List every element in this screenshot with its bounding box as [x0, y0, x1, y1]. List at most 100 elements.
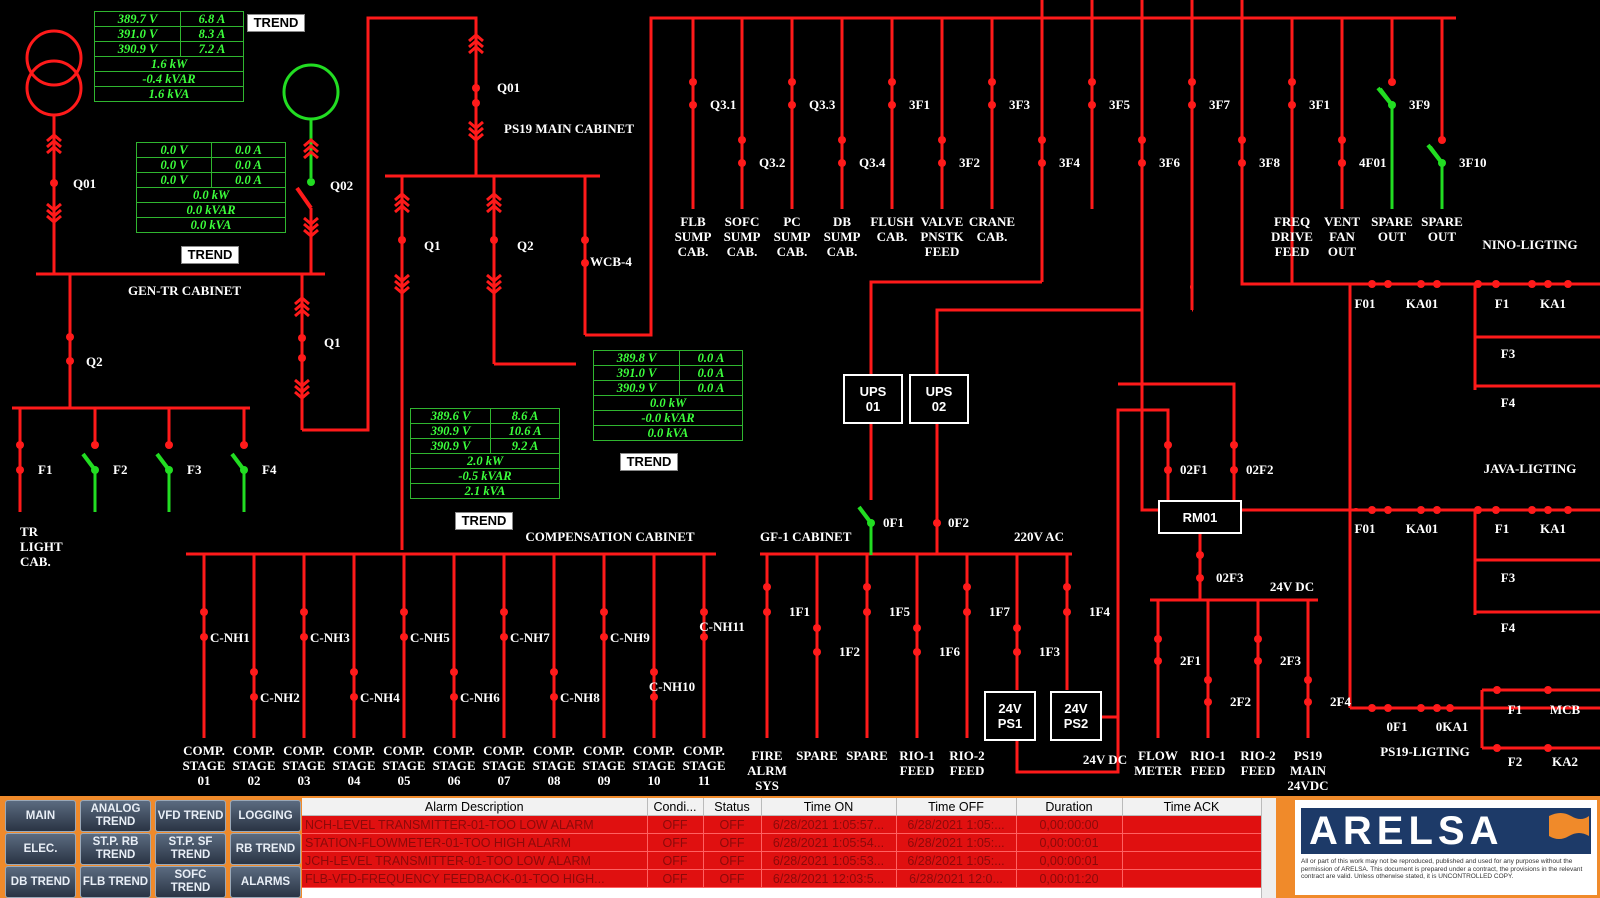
breaker-contact[interactable] [1544, 686, 1552, 694]
breaker-contact[interactable] [788, 78, 796, 86]
alarm-col-header[interactable]: Duration [1016, 798, 1123, 816]
breaker-contact[interactable] [350, 668, 358, 676]
breaker-contact[interactable] [863, 608, 871, 616]
alarm-col-header[interactable]: Time ON [761, 798, 897, 816]
breaker-contact[interactable] [1304, 698, 1312, 706]
breaker-contact[interactable] [1493, 686, 1501, 694]
rm01-box[interactable]: RM01 [1158, 500, 1242, 534]
breaker-contact[interactable] [1188, 78, 1196, 86]
breaker-contact[interactable] [763, 608, 771, 616]
breaker-contact[interactable] [1433, 704, 1441, 712]
breaker-contact[interactable] [888, 101, 896, 109]
breaker-contact[interactable] [1384, 280, 1392, 288]
breaker-contact[interactable] [472, 99, 480, 107]
breaker-contact[interactable] [1368, 704, 1376, 712]
nav-button-db-trend[interactable]: DB TREND [5, 866, 76, 898]
breaker-contact[interactable] [1088, 101, 1096, 109]
breaker-contact[interactable] [1338, 159, 1346, 167]
nav-button-sofc-trend[interactable]: SOFC TREND [155, 866, 226, 898]
breaker-contact[interactable] [933, 519, 941, 527]
breaker-contact[interactable] [1288, 78, 1296, 86]
breaker-contact[interactable] [1446, 704, 1454, 712]
breaker-contact[interactable] [913, 648, 921, 656]
nav-button-st-p-rb-trend[interactable]: ST.P. RB TREND [80, 833, 151, 865]
breaker-contact[interactable] [298, 354, 306, 362]
breaker-contact[interactable] [813, 624, 821, 632]
breaker-contact[interactable] [200, 608, 208, 616]
breaker-contact[interactable] [988, 101, 996, 109]
breaker-contact[interactable] [1368, 280, 1376, 288]
breaker-contact[interactable] [1417, 280, 1425, 288]
breaker-contact[interactable] [1438, 136, 1446, 144]
breaker-contact[interactable] [1038, 136, 1046, 144]
breaker-contact[interactable] [738, 136, 746, 144]
breaker-contact[interactable] [1138, 136, 1146, 144]
breaker-contact[interactable] [600, 633, 608, 641]
breaker-contact[interactable] [1384, 506, 1392, 514]
breaker-contact[interactable] [1433, 280, 1441, 288]
breaker-contact[interactable] [307, 178, 315, 186]
breaker-contact[interactable] [1544, 506, 1552, 514]
alarm-col-header[interactable]: Time ACK [1122, 798, 1262, 816]
transformer-icon[interactable] [25, 59, 83, 117]
alarm-scrollbar[interactable] [1261, 798, 1276, 898]
nav-button-logging[interactable]: LOGGING [230, 800, 301, 832]
alarm-col-header[interactable]: Time OFF [896, 798, 1017, 816]
breaker-contact[interactable] [500, 608, 508, 616]
breaker-contact[interactable] [1204, 698, 1212, 706]
breaker-contact[interactable] [400, 633, 408, 641]
breaker-contact[interactable] [1528, 280, 1536, 288]
breaker-contact[interactable] [250, 668, 258, 676]
breaker-contact[interactable] [938, 136, 946, 144]
breaker-contact[interactable] [581, 236, 589, 244]
breaker-contact[interactable] [1164, 466, 1172, 474]
breaker-contact[interactable] [1164, 441, 1172, 449]
breaker-contact[interactable] [1433, 506, 1441, 514]
breaker-contact[interactable] [1238, 136, 1246, 144]
breaker-contact[interactable] [888, 78, 896, 86]
breaker-contact[interactable] [1138, 159, 1146, 167]
breaker-contact[interactable] [738, 159, 746, 167]
breaker-contact[interactable] [1564, 280, 1572, 288]
breaker-contact[interactable] [490, 236, 498, 244]
breaker-contact[interactable] [16, 466, 24, 474]
breaker-contact[interactable] [1238, 159, 1246, 167]
breaker-contact[interactable] [1288, 101, 1296, 109]
breaker-contact[interactable] [1088, 78, 1096, 86]
breaker-contact[interactable] [1528, 506, 1536, 514]
trend-button[interactable]: TREND [181, 246, 239, 264]
breaker-contact[interactable] [1564, 506, 1572, 514]
alarm-row[interactable]: FLB-VFD-FREQUENCY FEEDBACK-01-TOO HIGH..… [302, 869, 1262, 888]
breaker-contact[interactable] [450, 668, 458, 676]
trend-button[interactable]: TREND [620, 453, 678, 471]
breaker-contact[interactable] [1230, 466, 1238, 474]
breaker-contact[interactable] [550, 668, 558, 676]
breaker-contact[interactable] [1063, 583, 1071, 591]
breaker-contact[interactable] [1438, 159, 1446, 167]
breaker-contact[interactable] [1154, 657, 1162, 665]
breaker-contact[interactable] [165, 466, 173, 474]
trend-button[interactable]: TREND [247, 14, 305, 32]
breaker-contact[interactable] [650, 693, 658, 701]
nav-button-main[interactable]: MAIN [5, 800, 76, 832]
breaker-contact[interactable] [1196, 574, 1204, 582]
nav-button-vfd-trend[interactable]: VFD TREND [155, 800, 226, 832]
breaker-contact[interactable] [963, 583, 971, 591]
breaker-contact[interactable] [450, 693, 458, 701]
breaker-contact[interactable] [1188, 101, 1196, 109]
breaker-contact[interactable] [400, 608, 408, 616]
breaker-contact[interactable] [1474, 506, 1482, 514]
nav-button-analog-trend[interactable]: ANALOG TREND [80, 800, 151, 832]
breaker-contact[interactable] [300, 633, 308, 641]
breaker-contact[interactable] [700, 633, 708, 641]
breaker-contact[interactable] [1254, 657, 1262, 665]
breaker-contact[interactable] [200, 633, 208, 641]
breaker-contact[interactable] [1492, 280, 1500, 288]
breaker-contact[interactable] [1388, 101, 1396, 109]
breaker-contact[interactable] [763, 583, 771, 591]
breaker-contact[interactable] [1384, 704, 1392, 712]
